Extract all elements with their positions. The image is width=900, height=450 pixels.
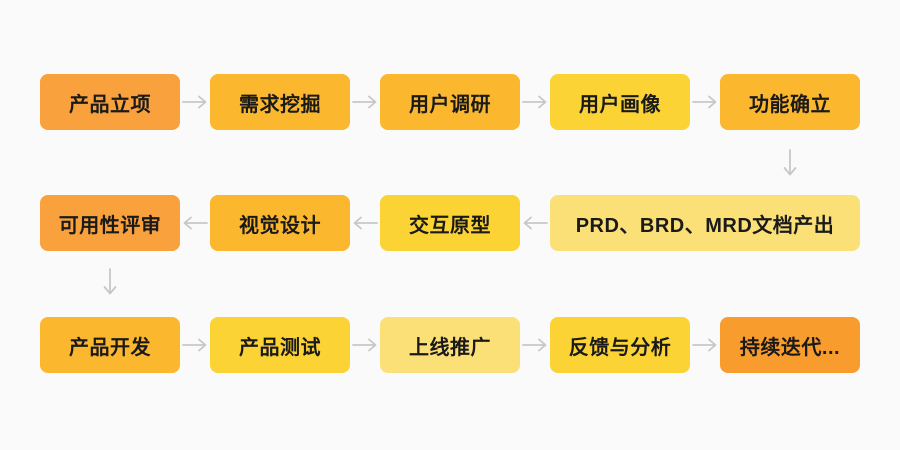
flow-node-label: 可用性评审 [58,214,162,237]
flow-node-label: 产品开发 [69,336,151,359]
flow-node-label: 视觉设计 [239,214,321,237]
flow-node-requirement-mining: 需求挖掘 [210,74,350,130]
flow-node-label: PRD、BRD、MRD文档产出 [575,214,835,237]
flow-node-continuous-iteration: 持续迭代... [720,317,860,373]
flow-node-label: 需求挖掘 [239,93,321,116]
arrow-left-icon [522,216,548,230]
arrow-left-icon [182,216,208,230]
arrow-right-icon [352,338,378,352]
flow-node-label: 持续迭代... [739,336,841,359]
flow-node-feature-definition: 功能确立 [720,74,860,130]
flow-node-label: 用户画像 [579,93,661,116]
flow-node-user-persona: 用户画像 [550,74,690,130]
flow-node-label: 交互原型 [409,214,491,237]
flow-node-user-research: 用户调研 [380,74,520,130]
flow-node-product-testing: 产品测试 [210,317,350,373]
flow-node-product-initiation: 产品立项 [40,74,180,130]
arrow-right-icon [182,338,208,352]
arrow-down-icon [783,149,797,177]
flow-node-feedback-analysis: 反馈与分析 [550,317,690,373]
arrow-right-icon [352,95,378,109]
arrow-left-icon [352,216,378,230]
arrow-right-icon [522,338,548,352]
flow-node-launch-promotion: 上线推广 [380,317,520,373]
arrow-right-icon [692,95,718,109]
flow-node-prd-brd-mrd-output: PRD、BRD、MRD文档产出 [550,195,860,251]
arrow-right-icon [692,338,718,352]
arrow-down-icon [103,268,117,296]
flow-node-visual-design: 视觉设计 [210,195,350,251]
flow-node-label: 功能确立 [749,93,831,116]
arrow-right-icon [522,95,548,109]
flow-node-usability-review: 可用性评审 [40,195,180,251]
flow-node-label: 反馈与分析 [568,336,672,359]
flow-node-label: 上线推广 [409,336,491,359]
flow-node-label: 产品立项 [69,93,151,116]
arrow-right-icon [182,95,208,109]
flow-node-label: 产品测试 [239,336,321,359]
flow-node-interaction-prototype: 交互原型 [380,195,520,251]
flow-node-product-development: 产品开发 [40,317,180,373]
flow-node-label: 用户调研 [409,93,491,116]
